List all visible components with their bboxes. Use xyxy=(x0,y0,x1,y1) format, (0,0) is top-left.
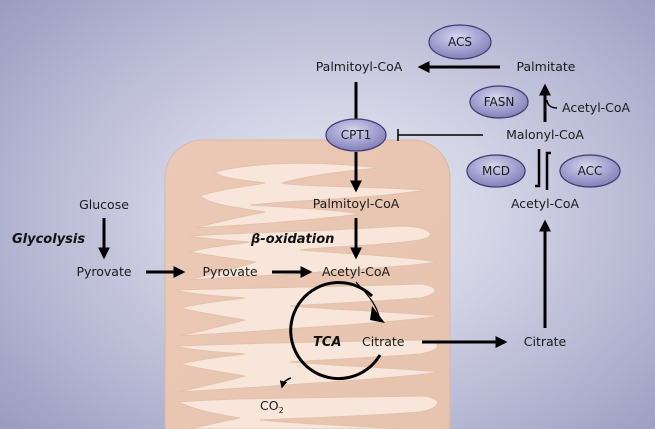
enzyme-mcd: MCD xyxy=(466,154,526,188)
co2-label: CO2 xyxy=(260,398,284,415)
enzyme-mcd-label: MCD xyxy=(482,164,510,178)
enzyme-cpt1: CPT1 xyxy=(325,118,387,152)
acetyl-coa-fasn-label: Acetyl-CoA xyxy=(562,100,631,115)
malonyl-coa-label: Malonyl-CoA xyxy=(506,127,584,142)
tca-arrowhead xyxy=(370,306,385,323)
palmitoyl-coa-mito-label: Palmitoyl-CoA xyxy=(313,196,400,211)
equilibrium-arrows xyxy=(535,149,551,190)
co2-release-arrow xyxy=(279,377,292,389)
acetyl-coa-input-curve xyxy=(546,99,558,109)
palmitoyl-coa-cytosol-label: Palmitoyl-CoA xyxy=(316,59,403,74)
tca-label: TCA xyxy=(313,335,341,350)
tca-cycle xyxy=(279,281,385,389)
pyruvate-cytosol-label: Pyrovate xyxy=(76,264,131,279)
citrate-cytosol-label: Citrate xyxy=(524,334,567,349)
enzyme-cpt1-label: CPT1 xyxy=(341,128,372,142)
acetyl-coa-mito-label: Acetyl-CoA xyxy=(322,264,391,279)
enzyme-fasn-label: FASN xyxy=(484,95,515,109)
glycolysis-label: Glycolysis xyxy=(12,232,85,247)
tca-cycle-loop xyxy=(289,281,382,381)
mitochondrion xyxy=(164,139,451,429)
enzyme-acs: ACS xyxy=(428,24,492,60)
enzyme-fasn: FASN xyxy=(469,85,529,119)
palmitate-label: Palmitate xyxy=(517,59,576,74)
glucose-label: Glucose xyxy=(79,197,129,212)
enzyme-acc: ACC xyxy=(559,154,621,188)
pyruvate-mito-label: Pyrovate xyxy=(202,264,257,279)
enzyme-acs-label: ACS xyxy=(448,35,472,49)
mitochondrion-cristae xyxy=(174,162,441,429)
acetyl-coa-cytosol-label: Acetyl-CoA xyxy=(511,196,580,211)
enzyme-acc-label: ACC xyxy=(578,164,603,178)
beta-oxidation-label: β-oxidation xyxy=(250,232,334,247)
citrate-mito-label: Citrate xyxy=(362,334,405,349)
